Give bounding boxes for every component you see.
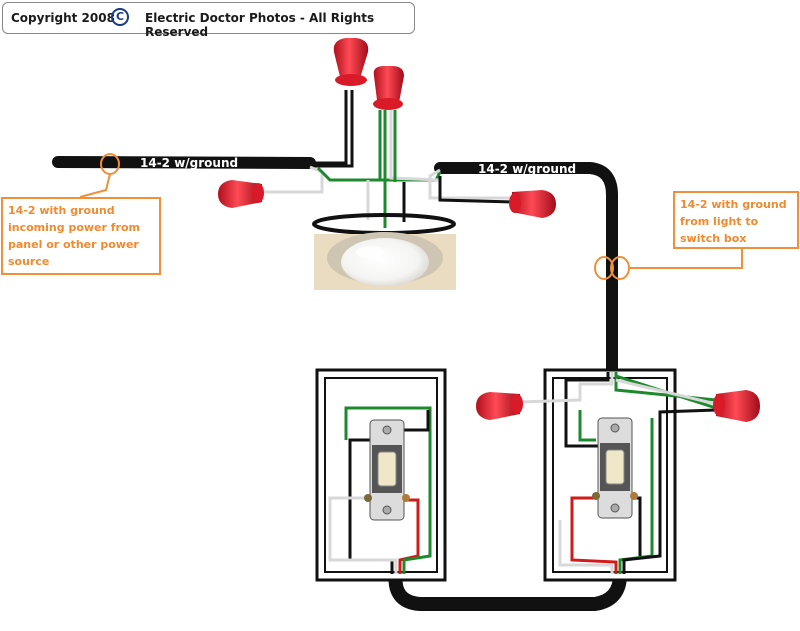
incoming-cable [52,156,316,169]
copyright-owner: Electric Doctor Photos - All Rights Rese… [145,11,375,39]
left-switch-box [315,368,447,582]
copyright-symbol-icon: C [111,8,129,26]
right-switch-box [519,368,717,582]
incoming-power-note-text: 14-2 with ground incoming power from pan… [8,204,140,268]
between-switches-cable [388,565,627,611]
copyright-banner: Copyright 2008 C Electric Doctor Photos … [2,2,415,39]
three-way-switch-icon [592,417,638,519]
ceiling-light-fixture-icon [314,232,456,290]
wire-nut-icon [509,190,556,218]
switch-box-cable-note: 14-2 with ground from light to switch bo… [673,191,799,249]
incoming-cable-label: 14-2 w/ground [140,156,238,170]
wire-nut-icon [476,392,523,420]
wire-nut-icon [713,390,760,422]
incoming-power-note: 14-2 with ground incoming power from pan… [1,197,161,275]
callout-pointers [79,153,743,280]
light-to-switch-cable-label: 14-2 w/ground [478,162,576,176]
wire-nut-icon [333,38,369,86]
light-to-switch-cable [434,162,618,378]
between-switches-cable-label: 14-3 w/ground [456,610,554,624]
copyright-year: Copyright 2008 [11,11,115,25]
wire-nut-icon [373,66,404,110]
switch-box-cable-note-text: 14-2 with ground from light to switch bo… [680,198,787,245]
wire-nut-icon [218,180,264,208]
three-way-switch-icon [364,419,410,521]
